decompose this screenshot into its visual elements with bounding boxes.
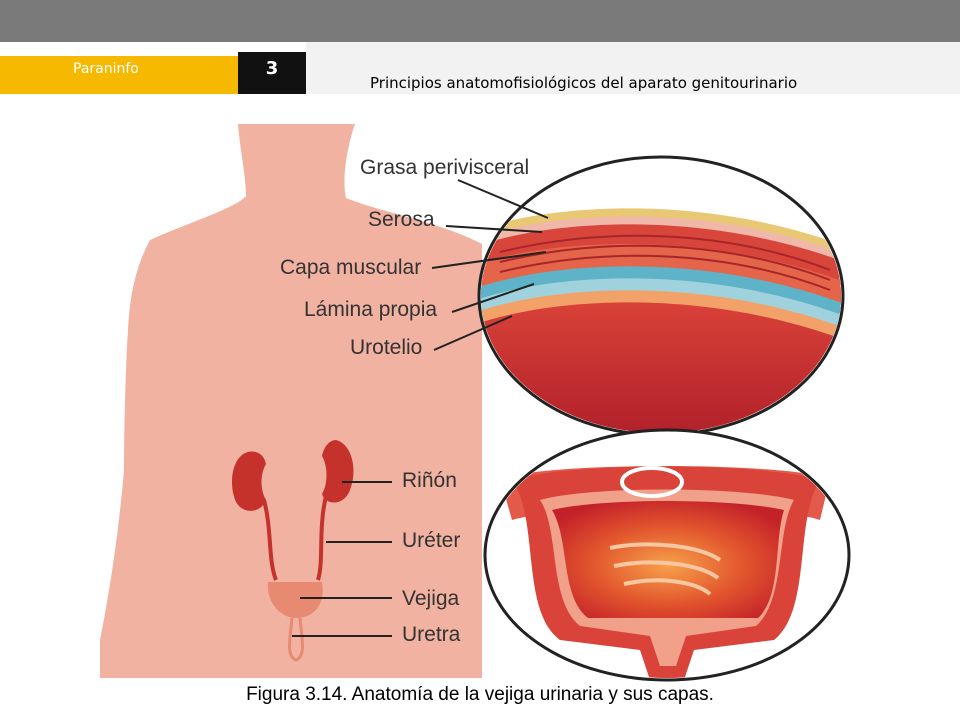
page-title: Principios anatomofisiológicos del apara… [370, 74, 798, 92]
urinary-tract [232, 440, 354, 662]
header-title-bar [306, 42, 960, 94]
label-serosa: Serosa [368, 208, 435, 231]
label-lamina-propia: Lámina propia [304, 298, 438, 321]
label-ureter: Uréter [402, 529, 461, 552]
bladder-wall-magnified [477, 155, 845, 437]
chapter-number: 3 [265, 58, 279, 79]
ureter-left [262, 499, 278, 581]
label-urotelio: Urotelio [350, 336, 423, 359]
bladder-cross-section [483, 428, 851, 682]
brand-tab [0, 56, 238, 94]
body-silhouette [100, 124, 482, 678]
top-bar [0, 0, 960, 42]
label-uretra: Uretra [402, 623, 461, 646]
bladder-small [267, 582, 323, 618]
leader-lines [292, 179, 549, 637]
brand-label: Paraninfo [73, 61, 139, 77]
label-rinon: Riñón [402, 469, 457, 492]
label-vejiga: Vejiga [402, 587, 460, 610]
chapter-box [238, 52, 306, 94]
ureter-right [316, 495, 328, 581]
figure-caption: Figura 3.14. Anatomía de la vejiga urina… [246, 684, 714, 705]
label-capa-muscular: Capa muscular [280, 256, 422, 279]
kidney-right [322, 440, 354, 503]
label-grasa-perivisceral: Grasa perivisceral [360, 156, 530, 179]
kidney-left [232, 451, 266, 511]
